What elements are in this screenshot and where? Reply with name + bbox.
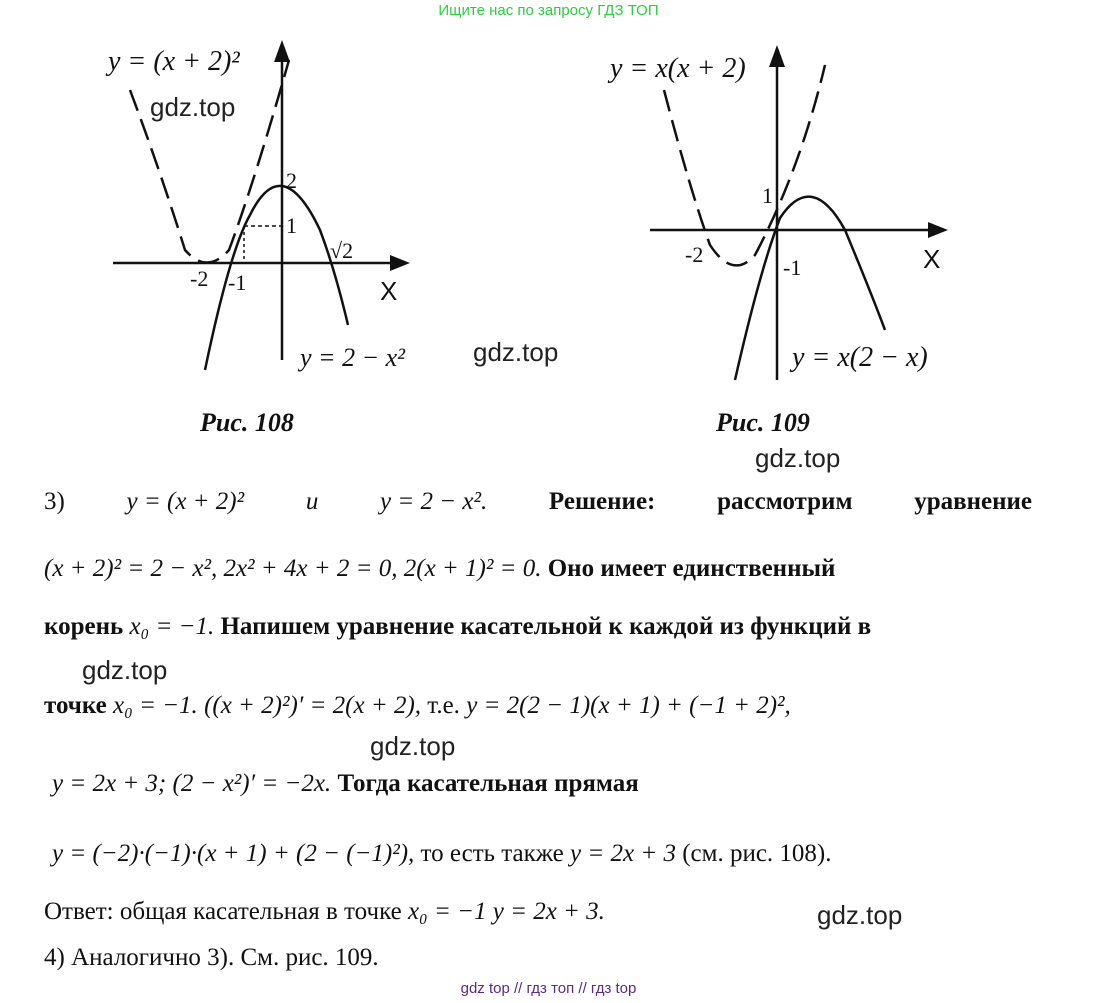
answer-line: Ответ: общая касательная в точке x₀ = −1… <box>44 898 605 925</box>
svg-text:y = 2 − x²: y = 2 − x² <box>297 343 406 372</box>
text-line-6: y = (−2)·(−1)·(x + 1) + (2 − (−1)²), то … <box>52 840 832 867</box>
figure-109-caption: Рис. 109 <box>716 408 810 437</box>
y-axis-arrow-icon <box>769 45 785 67</box>
figure-108-graph: -2 -1 1 2 √2 X y = (x + 2)² y = 2 − x² <box>105 40 410 372</box>
text-line-2: (x + 2)² = 2 − x², 2x² + 4x + 2 = 0, 2(x… <box>44 555 836 582</box>
svg-text:-2: -2 <box>685 242 703 267</box>
figure-109-graph: -2 -1 1 X y = x(x + 2) y = x(2 − x) <box>607 45 948 381</box>
text-line-1: 3) y = (x + 2)² и y = 2 − x². Решение: р… <box>44 488 1032 515</box>
bottom-watermark: gdz top // гдз топ // гдз top <box>460 980 637 997</box>
text-line-5: y = 2x + 3; (2 − x²)′ = −2x. Тогда касат… <box>52 770 639 797</box>
watermark-gdz: gdz.top <box>817 900 903 930</box>
dashed-parabola-curve <box>662 64 827 267</box>
watermark-gdz: gdz.top <box>473 337 559 367</box>
text-line-3: корень x₀ = −1. Напишем уравнение касате… <box>44 613 872 640</box>
svg-text:-2: -2 <box>190 266 208 291</box>
svg-text:-1: -1 <box>228 270 246 295</box>
watermark-gdz: gdz.top <box>82 655 168 685</box>
svg-text:y = x(x + 2): y = x(x + 2) <box>607 53 746 84</box>
watermark-gdz: gdz.top <box>755 443 841 473</box>
svg-text:y = x(2 − x): y = x(2 − x) <box>789 342 928 373</box>
x-axis-arrow-icon <box>928 222 948 238</box>
svg-text:1: 1 <box>762 183 773 208</box>
svg-text:2: 2 <box>286 168 297 193</box>
svg-text:X: X <box>923 244 940 274</box>
svg-text:1: 1 <box>286 213 297 238</box>
y-axis-arrow-icon <box>274 40 290 62</box>
watermark-gdz: gdz.top <box>370 731 456 761</box>
watermark-gdz: gdz.top <box>150 92 236 122</box>
svg-text:y = (x + 2)²: y = (x + 2)² <box>105 46 240 77</box>
text-line-4: точке x₀ = −1. ((x + 2)²)′ = 2(x + 2), т… <box>44 692 791 719</box>
solid-parabola-curve <box>203 184 350 371</box>
svg-text:X: X <box>380 276 397 306</box>
figure-108-caption: Рис. 108 <box>200 408 294 437</box>
solid-parabola-curve <box>733 195 887 381</box>
top-watermark: Ищите нас по запросу ГДЗ ТОП <box>438 2 659 19</box>
dashed-parabola-curve <box>128 59 291 264</box>
text-line-8: 4) Аналогично 3). См. рис. 109. <box>44 944 379 971</box>
svg-text:-1: -1 <box>783 255 801 280</box>
x-axis-arrow-icon <box>390 255 410 271</box>
svg-text:√2: √2 <box>330 238 353 263</box>
